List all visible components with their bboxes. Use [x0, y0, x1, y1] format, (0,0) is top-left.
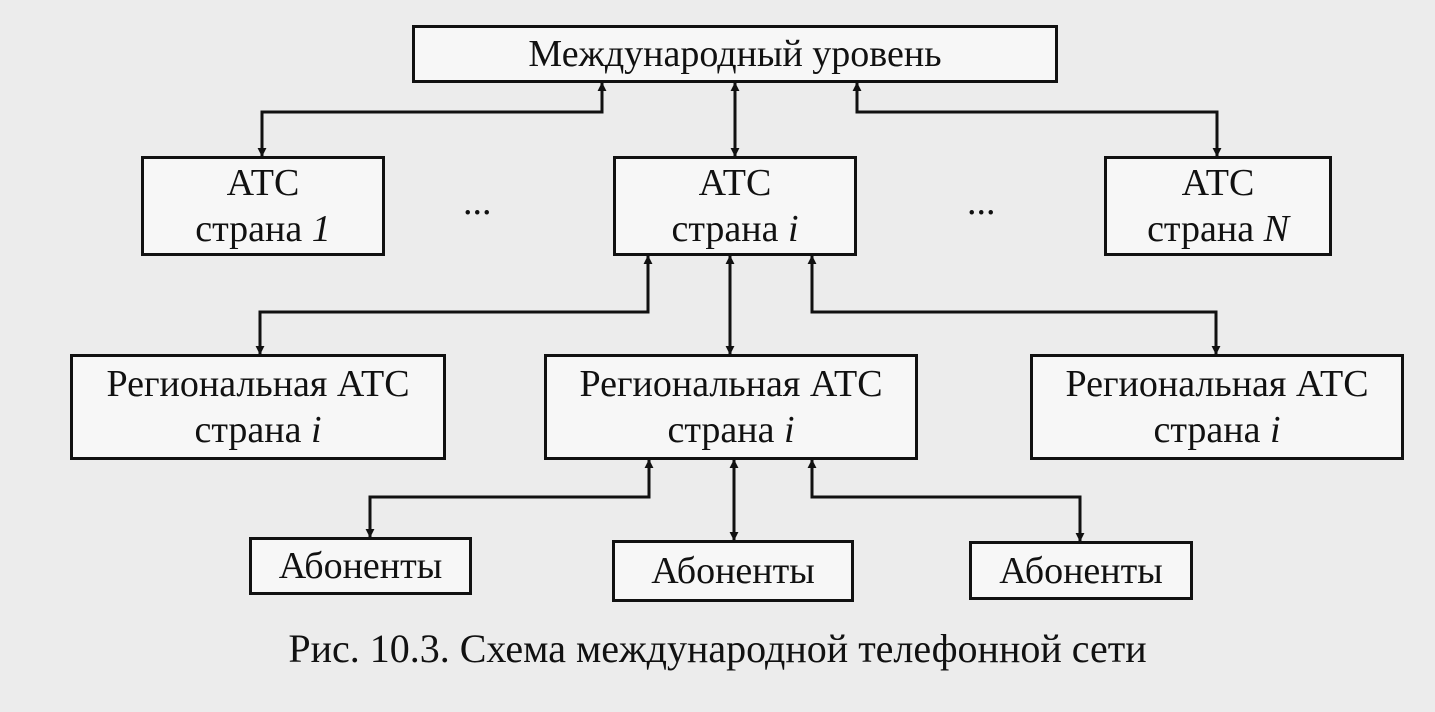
country-exchange-label: АТС [698, 162, 772, 204]
country-exchange-label: АТС [226, 162, 300, 204]
subscribers-2-box: Абоненты [612, 540, 854, 602]
ellipsis-left: ... [463, 181, 492, 223]
regional-exchange-2-box: Региональная АТС страна i [544, 354, 918, 460]
regional-exchange-label: Региональная АТС [1065, 363, 1369, 405]
connector-regional-subscribers-3 [807, 459, 1085, 542]
regional-exchange-country: страна i [667, 409, 795, 451]
international-level-label: Международный уровень [528, 33, 942, 75]
regional-exchange-country: страна i [1153, 409, 1281, 451]
country-exchange-1-box: АТС страна 1 [141, 156, 385, 256]
subscribers-label: Абоненты [651, 550, 815, 592]
subscribers-label: Абоненты [999, 549, 1163, 592]
connector-intl-country-n [852, 82, 1222, 157]
country-exchange-country: страна N [1147, 208, 1289, 250]
subscribers-label: Абоненты [278, 545, 443, 587]
regional-exchange-label: Региональная АТС [579, 363, 883, 405]
subscribers-3-box: Абоненты [969, 541, 1193, 600]
regional-exchange-country: страна i [194, 409, 322, 451]
connector-intl-country-1 [257, 82, 607, 157]
figure-caption: Рис. 10.3. Схема международной телефонно… [288, 626, 1147, 671]
country-exchange-country: страна 1 [195, 208, 331, 250]
connector-country-regional-1 [255, 255, 653, 355]
regional-exchange-1-box: Региональная АТС страна i [70, 354, 446, 460]
ellipsis-right: ... [967, 181, 996, 223]
connector-country-regional-3 [807, 255, 1221, 355]
regional-exchange-3-box: Региональная АТС страна i [1030, 354, 1404, 460]
country-exchange-i-box: АТС страна i [613, 156, 857, 256]
country-exchange-country: страна i [671, 208, 799, 250]
subscribers-1-box: Абоненты [249, 537, 472, 595]
country-exchange-label: АТС [1181, 162, 1255, 204]
country-exchange-n-box: АТС страна N [1104, 156, 1332, 256]
international-level-box: Международный уровень [412, 25, 1058, 83]
connector-regional-subscribers-1 [365, 459, 654, 538]
regional-exchange-label: Региональная АТС [106, 363, 410, 405]
